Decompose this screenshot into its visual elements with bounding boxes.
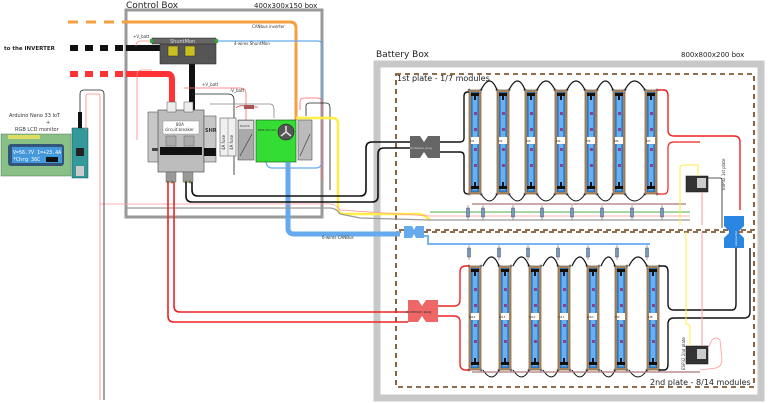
shr-label: SHR — [205, 128, 217, 134]
battery-box-frame — [373, 60, 765, 402]
dcdc-label: DC/DC — [240, 124, 250, 128]
module-m3: M3 — [523, 88, 539, 196]
arduino-label-3: RGB LCD monitor — [15, 127, 60, 133]
vbatt-plus-label-2: +V_batt — [202, 82, 219, 87]
connector-label: connector — [734, 230, 738, 246]
dcdc-converter — [237, 119, 255, 161]
bms-board-label: BMS Monitor — [258, 128, 278, 132]
vbatt-minus-label: -V_batt — [230, 88, 245, 93]
resistor — [244, 105, 254, 109]
anderson-plug-plate2[interactable] — [408, 300, 438, 322]
module-m12: M12 — [527, 264, 543, 372]
battery-positive-wire-2 — [173, 182, 408, 313]
plate1-modules: M1 M2 M3 M4 M5 M6 M7 — [467, 88, 659, 196]
canbus-bms-label: 6-wires CANBus — [322, 235, 354, 240]
svg-text:M3: M3 — [526, 139, 531, 143]
svg-text:M5: M5 — [586, 139, 591, 143]
lcd-line-2: *Chrg 36C — [13, 157, 40, 163]
svg-text:M10: M10 — [587, 315, 593, 319]
module-m11: M11 — [556, 264, 572, 372]
module-m13: M13 — [497, 264, 513, 372]
module-m9: M9 — [613, 264, 629, 372]
breaker-rating: 80A — [176, 122, 184, 127]
esp32-plate2-label: ESP32 2nd plate — [681, 337, 686, 370]
battery-negative-wire-2 — [185, 147, 410, 203]
module-m4: M4 — [553, 88, 569, 196]
svg-text:M1: M1 — [470, 139, 475, 143]
plate1-label: 1st plate - 1/7 modules — [397, 74, 490, 83]
inter-plate-connector[interactable] — [724, 216, 744, 248]
positive-main-wire — [126, 71, 175, 110]
canbus-inverter-wire — [126, 20, 298, 120]
battery-box-title: Battery Box — [376, 50, 430, 60]
svg-text:M12: M12 — [529, 315, 535, 319]
module-m14: M14 — [467, 264, 483, 372]
lcd-line-1: V=56.7V I=+23.4A — [13, 150, 61, 156]
svg-text:M13: M13 — [499, 315, 505, 319]
canbus-main-wire — [285, 162, 400, 237]
breaker-label: circuit breaker — [165, 127, 194, 132]
anderson-plug-plate1[interactable] — [410, 136, 440, 158]
shunt-wires-label: 4-wires ShuntMon — [234, 41, 270, 46]
module-m2: M2 — [495, 88, 511, 196]
fuse1-label: 4A fuse — [221, 134, 226, 150]
signal-wire — [296, 116, 431, 221]
circuit-breaker[interactable] — [157, 109, 205, 173]
esp32-plate1-label: ESP32 1st plate — [721, 158, 726, 190]
svg-text:M14: M14 — [469, 315, 475, 319]
shunt-terminal-2 — [184, 45, 196, 57]
control-box-size: 400x300x150 box — [254, 2, 317, 10]
usb-cable-plug — [78, 112, 82, 128]
svg-text:M7: M7 — [646, 139, 651, 143]
svg-text:M6: M6 — [614, 139, 619, 143]
canbus-inverter-label: CANbus inverter — [252, 24, 285, 29]
plate1-border — [395, 73, 755, 231]
shunt-4wire — [218, 40, 323, 169]
control-box-title: Control Box — [126, 1, 179, 11]
module-m1: M1 — [467, 88, 483, 196]
battery-box-size: 800x800x200 box — [681, 51, 744, 59]
arduino-label-1: Arduino Nano 33 IoT — [9, 113, 61, 119]
module-m8: M8 — [645, 264, 661, 372]
shunt-terminal-1 — [167, 45, 179, 57]
anderson-plug-plate1-label: Anderson plug — [410, 146, 432, 150]
plate2-border — [395, 231, 755, 388]
svg-text:M9: M9 — [615, 315, 620, 319]
shunt-label: ShuntMon — [170, 39, 195, 45]
usb-cable — [79, 89, 105, 400]
svg-text:M11: M11 — [558, 315, 564, 319]
svg-text:M2: M2 — [498, 139, 503, 143]
vbatt-plus-label: +V_batt — [133, 34, 150, 39]
module-m7: M7 — [643, 88, 659, 196]
svg-text:M4: M4 — [556, 139, 561, 143]
plate2-label: 2nd plate - 8/14 modules — [650, 378, 751, 387]
relay-module — [297, 119, 313, 161]
canbus-connector[interactable] — [404, 226, 424, 238]
arduino-label-2: + — [46, 120, 50, 126]
inverter-label: to the INVERTER — [4, 46, 56, 52]
svg-text:M8: M8 — [648, 315, 653, 319]
battery-negative-wire-1 — [191, 141, 410, 197]
fuse2-label: 4A fuse — [229, 134, 234, 150]
battery-positive-wire-1 — [167, 182, 408, 323]
module-m10: M10 — [585, 264, 601, 372]
anderson-plug-plate2-label: Anderson plug — [406, 310, 431, 314]
module-m6: M6 — [611, 88, 627, 196]
plate2-modules: M14 M13 M12 M11 M10 M9 M8 — [467, 264, 661, 372]
module-m5: M5 — [583, 88, 599, 196]
